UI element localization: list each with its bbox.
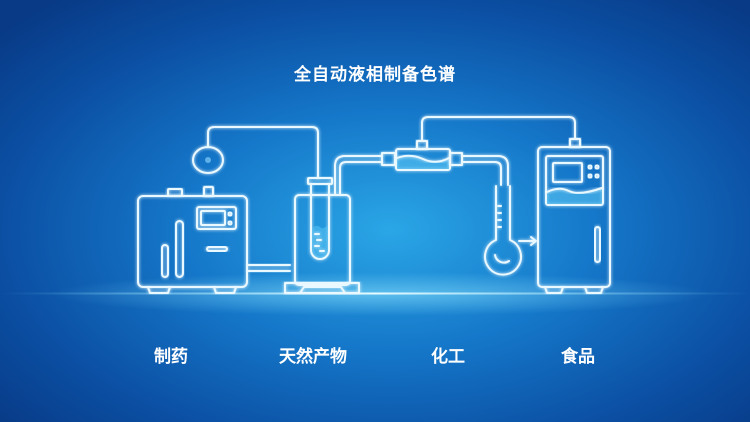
- page-title: 全自动液相制备色谱: [294, 65, 456, 85]
- application-pharmaceutical: 制药: [154, 347, 188, 367]
- pipe-pump-to-beaker: [247, 264, 291, 272]
- pipe-beaker-to-column: [334, 155, 383, 195]
- fraction-collector: [537, 138, 611, 294]
- pressure-gauge: [192, 146, 224, 188]
- application-chemical: 化工: [431, 347, 465, 367]
- application-natural-products: 天然产物: [279, 347, 347, 367]
- pipe-column-to-flask: [462, 155, 509, 186]
- collection-flask: [484, 185, 537, 276]
- floor-line: [0, 292, 750, 295]
- pipe-column-to-collector: [421, 116, 576, 142]
- pump-machine: [137, 186, 248, 294]
- chromatography-column: [381, 140, 463, 171]
- sample-beaker: [284, 177, 360, 294]
- pipe-gauge-to-tube: [207, 126, 319, 179]
- application-food: 食品: [561, 347, 595, 367]
